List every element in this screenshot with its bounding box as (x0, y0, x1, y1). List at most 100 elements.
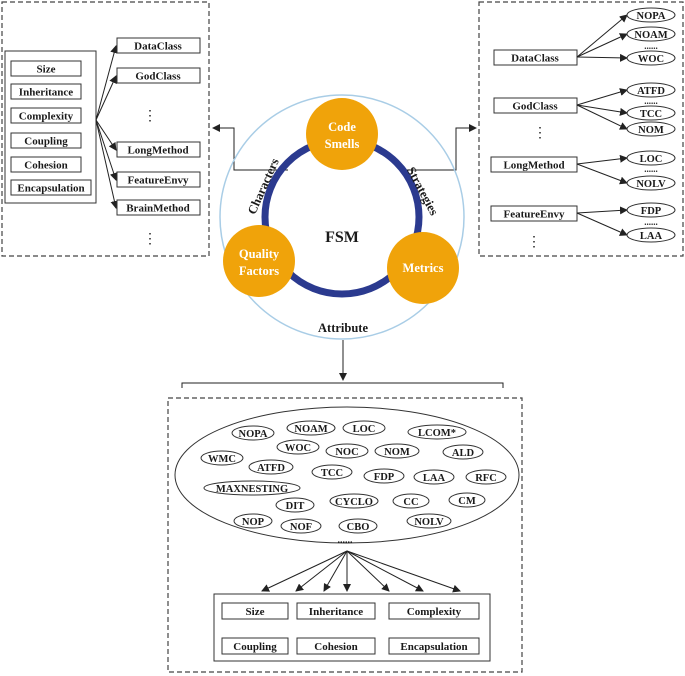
left-factor-label: Coupling (24, 136, 68, 148)
metric-label: LOC (640, 154, 663, 165)
pool-metric-label: ALD (452, 448, 475, 459)
fsm-center: FSM Code Smells Quality Factors Metrics … (219, 94, 465, 340)
metric-label: TCC (640, 109, 662, 120)
node-metrics: Metrics (387, 232, 459, 304)
left-factor-box-size (10, 60, 82, 77)
left-factor-label: Inheritance (19, 87, 74, 99)
fsm-title: FSM (325, 229, 359, 246)
left-smell-label: GodClass (135, 71, 181, 83)
metric-label: ATFD (637, 86, 665, 97)
left-panel-frame (1, 1, 210, 257)
metric-label: NOM (638, 125, 664, 136)
pool-metric-label: NOM (384, 447, 410, 458)
right-group-godclass: GodClass ATFD ...... TCC NOM (493, 82, 676, 137)
left-fan-arrows (95, 45, 119, 209)
right-smell-label: DataClass (511, 53, 559, 65)
pool-metric-label: LOC (353, 424, 376, 435)
bottom-factor-label: Complexity (407, 606, 462, 618)
left-smell-label: DataClass (134, 41, 182, 53)
pool-metric-label: LAA (423, 473, 446, 484)
left-vertical-ellipsis: ⋮ (143, 109, 157, 124)
metric-label: NOPA (637, 11, 666, 22)
pool-metric-label: CYCLO (335, 497, 373, 508)
metric-ellipse (626, 175, 676, 191)
metric-label: FDP (641, 206, 662, 217)
right-group-longmethod: LongMethod LOC ...... NOLV (490, 150, 676, 191)
node-label: Metrics (403, 261, 444, 275)
left-factor-label: Cohesion (24, 160, 67, 172)
bottom-factor-label: Cohesion (314, 641, 357, 653)
left-smell-box (116, 141, 201, 158)
node-code-smells: Code Smells (306, 98, 378, 170)
pool-metric-label: NOPA (239, 429, 268, 440)
pool-metric-label: NOC (335, 447, 358, 458)
node-label: Factors (239, 264, 279, 278)
pool-metric-label: CM (458, 496, 476, 507)
left-vertical-ellipsis: ⋮ (143, 232, 157, 247)
right-group-dataclass: DataClass NOPA NOAM ...... WOC (493, 7, 676, 66)
left-smell-box (116, 37, 201, 54)
node-quality-factors: Quality Factors (223, 225, 295, 297)
right-vertical-ellipsis: ⋮ (527, 235, 541, 250)
pool-metric-label: NOP (242, 517, 265, 528)
metric-label: WOC (638, 54, 664, 65)
left-factor-label: Encapsulation (17, 183, 84, 195)
right-smell-label: GodClass (512, 101, 558, 113)
metric-ellipse (626, 50, 676, 66)
left-factor-box: Size Inheritance Complexity Coupling Coh… (4, 50, 97, 204)
pool-metric-label: RFC (475, 473, 497, 484)
metric-label: LAA (640, 231, 663, 242)
metric-ellipse (626, 121, 676, 137)
bottom-factor-boxes: Size Inheritance Complexity Coupling Coh… (221, 602, 480, 655)
center-to-left-arrow (212, 124, 288, 171)
metric-ellipse (626, 82, 676, 98)
left-smell-label: FeatureEnvy (128, 175, 189, 187)
left-smell-label: LongMethod (127, 145, 188, 157)
pool-metric-label: CBO (347, 522, 370, 533)
left-factor-box-coupling (10, 132, 82, 149)
center-to-right-arrow (400, 124, 477, 171)
node-label: Quality (239, 247, 280, 261)
pool-metric-label: WMC (208, 454, 236, 465)
metric-ellipse (626, 202, 676, 218)
metric-ellipsis: ...... (644, 164, 658, 174)
bottom-factor-label: Size (246, 606, 265, 618)
left-factor-label: Complexity (19, 111, 74, 123)
pool-metric-label: MAXNESTING (216, 484, 288, 495)
node-label: Code (328, 120, 356, 134)
pool-metric-label: DIT (286, 501, 305, 512)
left-smell-list: DataClass GodClass ⋮ LongMethod FeatureE… (116, 37, 201, 247)
bottom-panel-frame (167, 397, 523, 673)
metric-ellipsis: ...... (644, 41, 658, 51)
pool-ellipsis: ...... (338, 535, 354, 546)
node-label: Smells (325, 137, 360, 151)
metrics-pool-items: NOPA NOAM LOC LCOM* WOC NOC NOM ALD WMC … (200, 420, 507, 534)
metric-ellipsis: ...... (644, 217, 658, 227)
pool-metric-label: WOC (285, 443, 311, 454)
metric-ellipse (626, 150, 676, 166)
outer-ring (219, 94, 465, 340)
bottom-fan-arrows (261, 550, 461, 593)
left-factor-box-inheritance (10, 83, 82, 100)
metric-ellipse (626, 7, 676, 23)
metric-ellipse (626, 105, 676, 121)
pool-metric-label: TCC (321, 468, 343, 479)
arc-label-attribute: Attribute (318, 321, 368, 335)
bottom-factor-label: Inheritance (309, 606, 364, 618)
right-group-featureenvy: FeatureEnvy FDP ...... LAA (490, 202, 676, 243)
metric-ellipse (626, 227, 676, 243)
left-smell-label: BrainMethod (126, 203, 190, 215)
metric-label: NOAM (634, 30, 667, 41)
right-smell-label: FeatureEnvy (504, 209, 565, 221)
metric-label: NOLV (636, 179, 666, 190)
right-panel-frame (478, 1, 684, 257)
right-vertical-ellipsis: ⋮ (533, 126, 547, 141)
left-factor-label: Size (37, 64, 56, 76)
pool-metric-label: CC (403, 497, 418, 508)
left-factor-box-cohesion (10, 156, 82, 173)
left-smell-box (116, 171, 201, 188)
metric-ellipse (626, 26, 676, 42)
left-smell-box (116, 199, 201, 216)
